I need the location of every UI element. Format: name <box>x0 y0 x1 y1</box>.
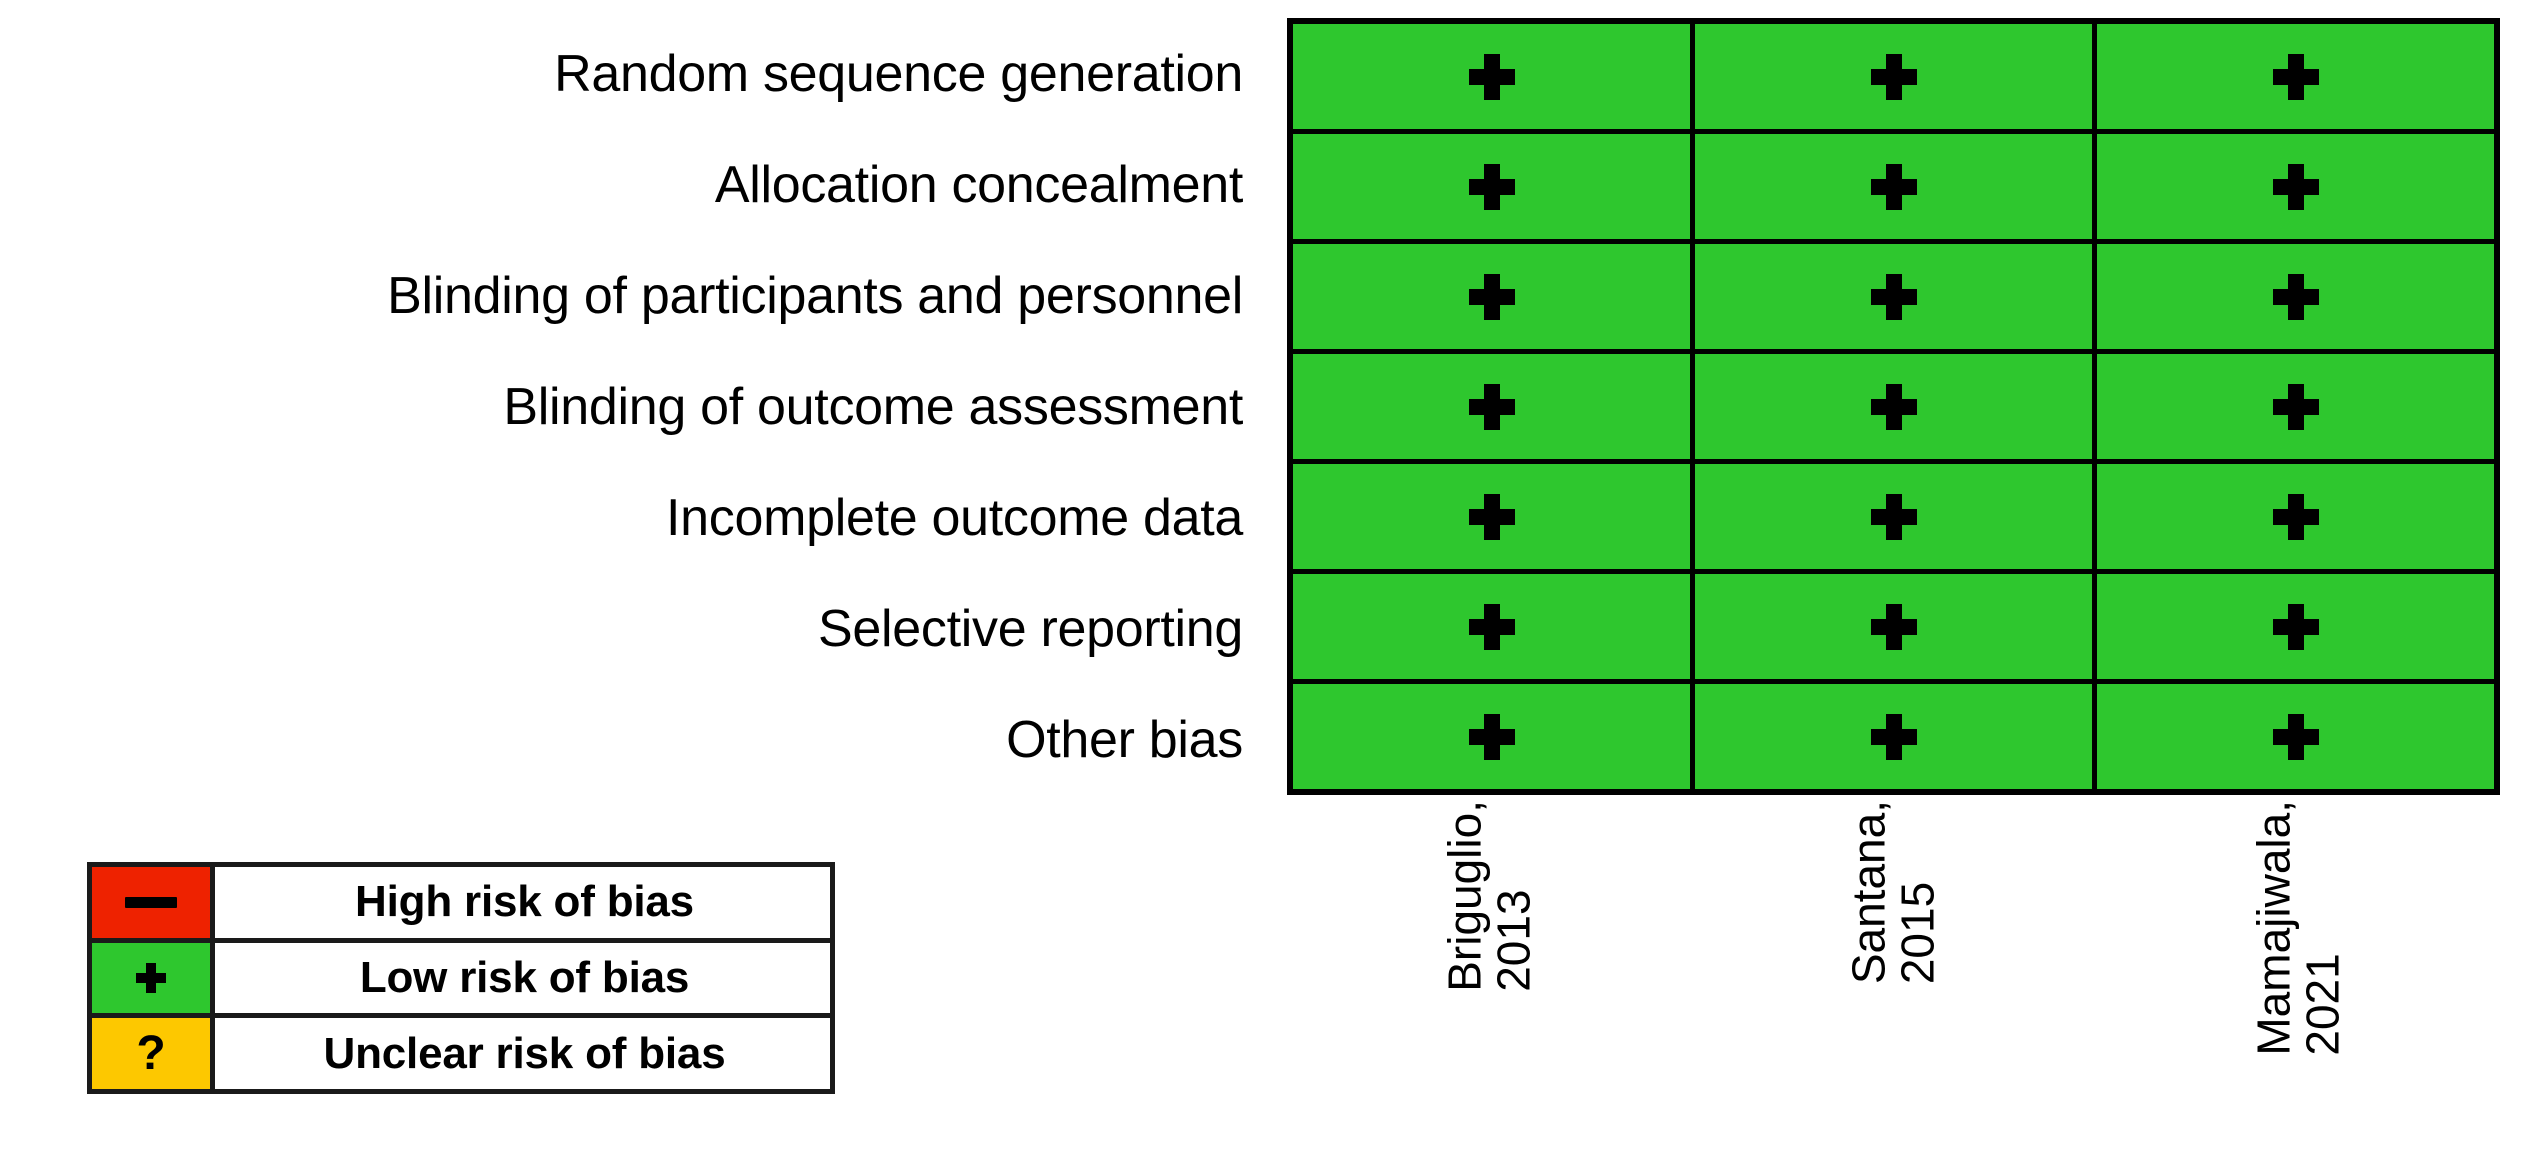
risk-domain-label: Blinding of outcome assessment <box>503 377 1243 436</box>
plus-icon <box>1871 164 1917 210</box>
risk-cell[interactable] <box>1695 24 2097 129</box>
risk-domain-label: Allocation concealment <box>714 155 1243 214</box>
study-name: Mamajiwala, <box>2247 800 2300 1056</box>
risk-cell[interactable] <box>1293 574 1695 679</box>
risk-cell[interactable] <box>1293 134 1695 239</box>
plus-icon <box>2273 494 2319 540</box>
risk-cell[interactable] <box>2097 354 2494 459</box>
risk-domain-label: Selective reporting <box>818 599 1243 658</box>
table-row <box>1293 684 2494 789</box>
risk-cell[interactable] <box>1695 134 2097 239</box>
plus-icon <box>1469 714 1515 760</box>
risk-domain-label: Random sequence generation <box>554 44 1243 103</box>
legend-label: High risk of bias <box>355 877 694 927</box>
risk-cell[interactable] <box>2097 24 2494 129</box>
table-row <box>1293 24 2494 134</box>
plus-icon <box>2273 384 2319 430</box>
legend-label: Unclear risk of bias <box>323 1028 726 1078</box>
risk-of-bias-grid <box>1287 18 2500 795</box>
plus-icon <box>1469 604 1515 650</box>
risk-cell[interactable] <box>1695 464 2097 569</box>
plus-icon <box>1871 604 1917 650</box>
risk-cell[interactable] <box>2097 464 2494 569</box>
table-row <box>1293 354 2494 464</box>
legend-item-low-risk: Low risk of bias <box>92 942 830 1019</box>
plus-icon <box>1469 274 1515 320</box>
study-year: 2021 <box>2295 953 2348 1056</box>
table-row <box>1293 464 2494 574</box>
risk-cell[interactable] <box>2097 134 2494 239</box>
table-row <box>1293 574 2494 684</box>
risk-domain-label-list: Random sequence generation Allocation co… <box>0 18 1265 795</box>
plus-icon <box>2273 604 2319 650</box>
plus-icon <box>2273 274 2319 320</box>
table-row <box>1293 134 2494 244</box>
study-column-label: Santana, 2015 <box>1691 800 2095 1171</box>
risk-cell[interactable] <box>2097 244 2494 349</box>
plus-icon <box>1871 384 1917 430</box>
plus-icon <box>1871 274 1917 320</box>
legend: High risk of bias Low risk of bias ? Unc… <box>87 862 835 1094</box>
risk-cell[interactable] <box>1695 354 2097 459</box>
plus-icon <box>1871 54 1917 100</box>
legend-swatch-unclear: ? <box>92 1018 215 1090</box>
study-label-list: Briguglio, 2013 Santana, 2015 Mamajiwala… <box>1287 800 2500 1171</box>
plus-icon <box>2273 164 2319 210</box>
risk-cell[interactable] <box>1293 464 1695 569</box>
study-name: Santana, <box>1842 800 1895 985</box>
question-icon: ? <box>136 1026 166 1080</box>
legend-label: Low risk of bias <box>359 953 690 1002</box>
plus-icon <box>1469 164 1515 210</box>
plus-icon <box>2273 714 2319 760</box>
plus-icon <box>1469 384 1515 430</box>
study-column-label: Briguglio, 2013 <box>1287 800 1691 1171</box>
risk-cell[interactable] <box>1293 354 1695 459</box>
study-year: 2015 <box>1891 881 1944 985</box>
study-name: Briguglio, <box>1438 800 1491 992</box>
risk-cell[interactable] <box>1293 684 1695 789</box>
plus-icon <box>1871 494 1917 540</box>
legend-swatch-high <box>92 867 215 938</box>
risk-cell[interactable] <box>1293 24 1695 129</box>
risk-cell[interactable] <box>2097 574 2494 679</box>
minus-icon <box>125 896 177 908</box>
risk-cell[interactable] <box>1695 244 2097 349</box>
study-column-label: Mamajiwala, 2021 <box>2096 800 2500 1171</box>
risk-domain-label: Blinding of participants and personnel <box>387 266 1243 325</box>
study-year: 2013 <box>1487 889 1540 992</box>
risk-cell[interactable] <box>2097 684 2494 789</box>
legend-item-high-risk: High risk of bias <box>92 867 830 943</box>
legend-item-unclear-risk: ? Unclear risk of bias <box>92 1018 830 1090</box>
plus-icon <box>1469 54 1515 100</box>
risk-cell[interactable] <box>1293 244 1695 349</box>
plus-icon <box>2273 54 2319 100</box>
risk-domain-label: Other bias <box>1006 710 1243 769</box>
risk-domain-label: Incomplete outcome data <box>665 488 1243 547</box>
legend-swatch-low <box>92 942 215 1014</box>
plus-icon <box>1871 714 1917 760</box>
risk-cell[interactable] <box>1695 684 2097 789</box>
risk-cell[interactable] <box>1695 574 2097 679</box>
plus-icon <box>136 963 166 993</box>
plus-icon <box>1469 494 1515 540</box>
table-row <box>1293 244 2494 354</box>
